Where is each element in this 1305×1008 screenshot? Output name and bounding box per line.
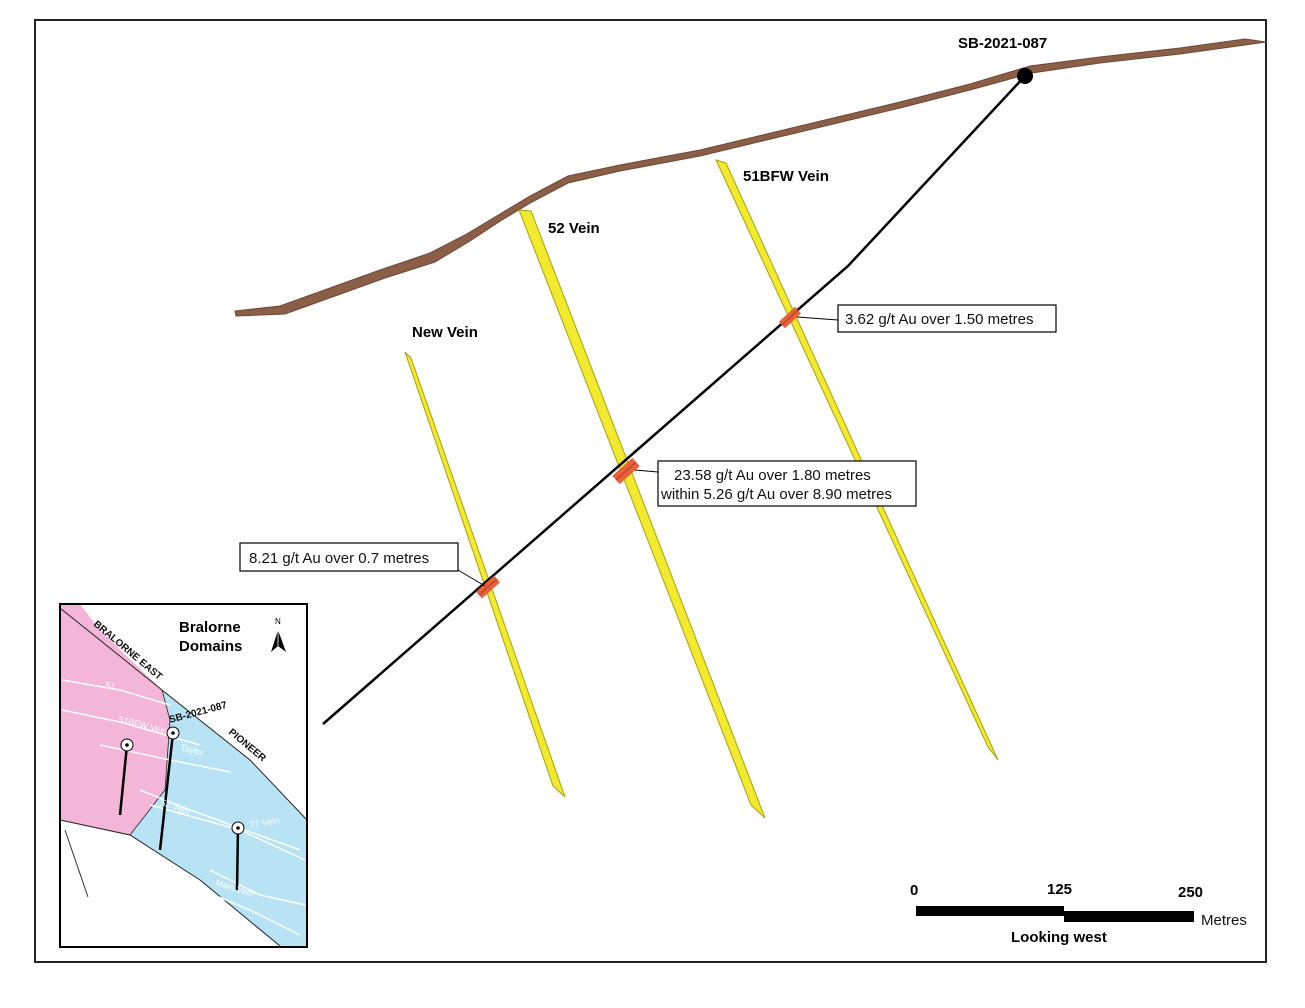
inset-title-line-2: Domains	[179, 638, 242, 655]
vein-label-51bfw: 51BFW Vein	[743, 168, 829, 185]
scale-segment-2	[1064, 911, 1194, 922]
inset-title-line-1: Bralorne	[179, 619, 241, 636]
domain-boundary	[60, 607, 307, 821]
scale-segment-1	[916, 906, 1064, 916]
callout-2-line-1: 23.58 g/t Au over 1.80 metres	[674, 467, 871, 484]
svg-text:N: N	[275, 617, 281, 626]
inset-map: 51 51BFW Vein Taylor 52 Vein 77 Vein Mai…	[59, 603, 308, 948]
inset-drill-1	[118, 744, 129, 816]
scale-bar: 0 125 250 Metres Looking west	[910, 881, 1247, 946]
intercept-marker-52	[612, 457, 640, 485]
drillhole-trace	[322, 75, 1026, 725]
callout-1-line-1: 3.62 g/t Au over 1.50 metres	[845, 311, 1033, 328]
pioneer-domain	[130, 690, 307, 946]
domain-boundary-lower	[60, 819, 281, 947]
callout-box-1	[837, 304, 1057, 333]
leader-line-1	[796, 316, 839, 321]
bralorne-east-domain	[60, 604, 170, 835]
drillhole-collar	[1017, 68, 1033, 84]
inset-road	[64, 829, 89, 898]
callout-box-2	[657, 460, 917, 507]
vein-label-52: 52 Vein	[548, 220, 600, 237]
domain-divider	[129, 689, 171, 836]
north-arrow-icon: N	[271, 617, 286, 652]
scale-tick-0: 0	[910, 882, 918, 899]
view-direction: Looking west	[1011, 929, 1107, 946]
vein-label-new: New Vein	[412, 324, 478, 341]
callout-3-line-1: 8.21 g/t Au over 0.7 metres	[249, 550, 429, 567]
scale-tick-250: 250	[1178, 884, 1203, 901]
topography-surface	[234, 38, 1267, 317]
vein-51bfw	[715, 159, 999, 761]
callout-2-line-2: within 5.26 g/t Au over 8.90 metres	[660, 486, 892, 503]
callout-box-3	[239, 542, 459, 572]
intercept-marker-51bfw	[778, 306, 802, 329]
inset-drill-3	[235, 827, 240, 891]
vein-52	[518, 209, 766, 819]
scale-tick-125: 125	[1047, 881, 1072, 898]
vein-new	[404, 351, 566, 798]
inset-drill-2	[158, 732, 175, 851]
drillhole-label: SB-2021-087	[958, 35, 1047, 52]
leader-line-3	[457, 569, 486, 587]
inset-border	[59, 603, 308, 948]
scale-unit: Metres	[1201, 912, 1247, 929]
intercept-marker-new-vein	[476, 575, 500, 599]
leader-line-2	[634, 469, 659, 473]
svg-text:51: 51	[105, 680, 117, 692]
